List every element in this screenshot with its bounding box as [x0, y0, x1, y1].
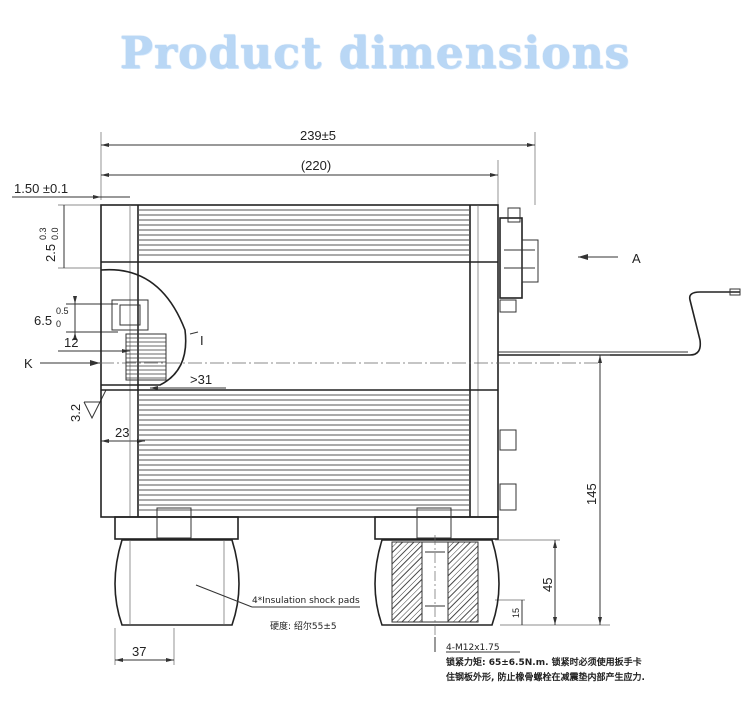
- dim-37: 37: [114, 628, 175, 665]
- lower-fins: [138, 394, 470, 511]
- dim-23: 23: [101, 425, 145, 443]
- shock-pad-right: [374, 507, 500, 650]
- dim-6-5: 6.5 0.5 0: [34, 296, 118, 340]
- section-detail: I >31: [100, 268, 226, 390]
- d25-upper: 0.3: [38, 227, 48, 240]
- view-k-label: K: [24, 356, 33, 371]
- detail-i-label: I: [200, 333, 204, 348]
- dim-inner-length: (220): [101, 158, 499, 205]
- d45-label: 45: [540, 578, 555, 592]
- pad-annotations: 4*Insulation shock pads 硬度: 绍尔55±5 4-M12…: [195, 584, 645, 683]
- d31-label: >31: [190, 372, 212, 387]
- heatsink-body: [100, 204, 600, 518]
- page-title: Product dimensions: [119, 28, 631, 79]
- torque-note-line1: 锁紧力矩: 65±6.5N.m. 锁紧时必须使用扳手卡: [446, 656, 642, 668]
- dim-15: 15: [495, 599, 525, 625]
- d25-lower: 0.0: [50, 227, 60, 240]
- terminal-block: [499, 207, 539, 511]
- torque-note-line2: 住钢板外形, 防止橡骨螺栓在减震垫内部产生应力.: [446, 671, 645, 683]
- pads-label: 4*Insulation shock pads: [252, 596, 360, 606]
- d65-label: 6.5: [34, 313, 52, 328]
- d65-lower: 0: [56, 319, 61, 329]
- dim-45: 45: [495, 539, 560, 625]
- dim-overall-length: 239±5: [100, 128, 536, 205]
- d145-label: 145: [584, 483, 599, 505]
- view-a-label: A: [632, 251, 641, 266]
- dim-12: 12: [58, 335, 130, 353]
- overall-length-label: 239±5: [300, 128, 336, 143]
- d25-label: 2.5: [43, 244, 58, 262]
- d23-label: 23: [115, 425, 129, 440]
- d65-upper: 0.5: [56, 306, 69, 316]
- shock-pad-left: [114, 507, 240, 626]
- wire-lead: [498, 288, 741, 356]
- dim-145: 145: [500, 354, 610, 626]
- d12-label: 12: [64, 335, 78, 350]
- hardness-label: 硬度: 绍尔55±5: [270, 620, 337, 632]
- d15-label: 15: [511, 608, 521, 618]
- d37-label: 37: [132, 644, 146, 659]
- view-a-arrow: A: [578, 251, 641, 266]
- dim-edge: 1.50 ±0.1: [12, 181, 130, 199]
- thread-label: 4-M12x1.75: [446, 643, 500, 653]
- upper-fins: [138, 209, 470, 256]
- dim-2-5: 2.5 0.3 0.0: [38, 204, 101, 269]
- view-k-arrow: K: [24, 356, 100, 371]
- inner-length-label: (220): [301, 158, 331, 173]
- edge-label: 1.50 ±0.1: [14, 181, 68, 196]
- d32-label: 3.2: [68, 404, 83, 422]
